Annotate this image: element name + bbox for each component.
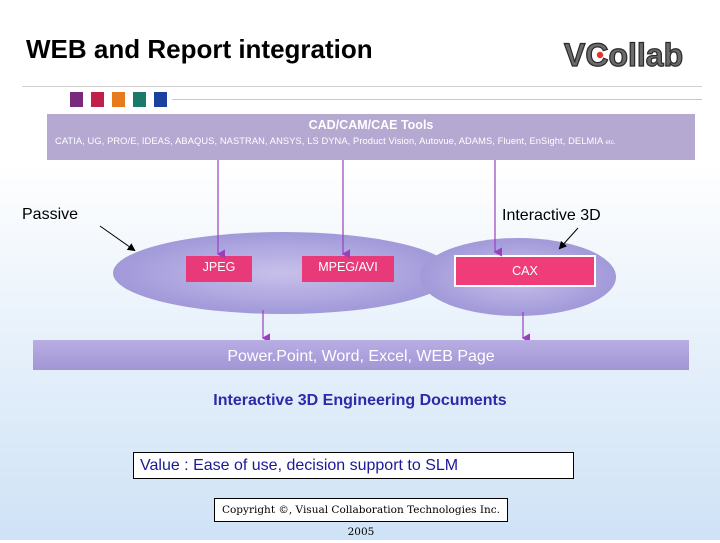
pointer-interactive: [558, 227, 579, 250]
accent-square-orange: [112, 92, 125, 107]
cad-cam-cae-tools-bar: CAD/CAM/CAE Tools CATIA, UG, PRO/E, IDEA…: [47, 114, 695, 160]
tools-list-text: CATIA, UG, PRO/E, IDEAS, ABAQUS, NASTRAN…: [55, 136, 603, 146]
slide-title: WEB and Report integration: [26, 34, 373, 64]
accent-square-red: [91, 92, 104, 107]
accent-square-teal: [133, 92, 146, 107]
bottom-divider: [172, 99, 702, 100]
accent-square-purple: [70, 92, 83, 107]
passive-label: Passive: [22, 206, 79, 223]
logo-dot-icon: [596, 51, 604, 59]
interactive-3d-label: Interactive 3D: [502, 207, 601, 224]
jpeg-box: JPEG: [186, 256, 252, 282]
accent-square-blue: [154, 92, 167, 107]
tools-list: CATIA, UG, PRO/E, IDEAS, ABAQUS, NASTRAN…: [55, 136, 695, 146]
copyright-box: Copyright ©, Visual Collaboration Techno…: [214, 498, 508, 538]
vcollab-logo: VCollab: [562, 36, 696, 74]
tools-etc: etc.: [605, 140, 616, 146]
output-formats-bar: Power.Point, Word, Excel, WEB Page: [33, 340, 689, 370]
pointer-passive: [99, 225, 136, 252]
passive-ellipse: [113, 232, 453, 314]
interactive-documents-heading: Interactive 3D Engineering Documents: [213, 392, 507, 409]
mpeg-avi-box: MPEG/AVI: [302, 256, 394, 282]
logo-text: VCollab: [564, 37, 683, 73]
value-statement-box: Value : Ease of use, decision support to…: [133, 452, 574, 479]
tools-title: CAD/CAM/CAE Tools: [308, 118, 434, 132]
top-divider: [22, 86, 702, 87]
cax-box: CAX: [454, 255, 596, 287]
